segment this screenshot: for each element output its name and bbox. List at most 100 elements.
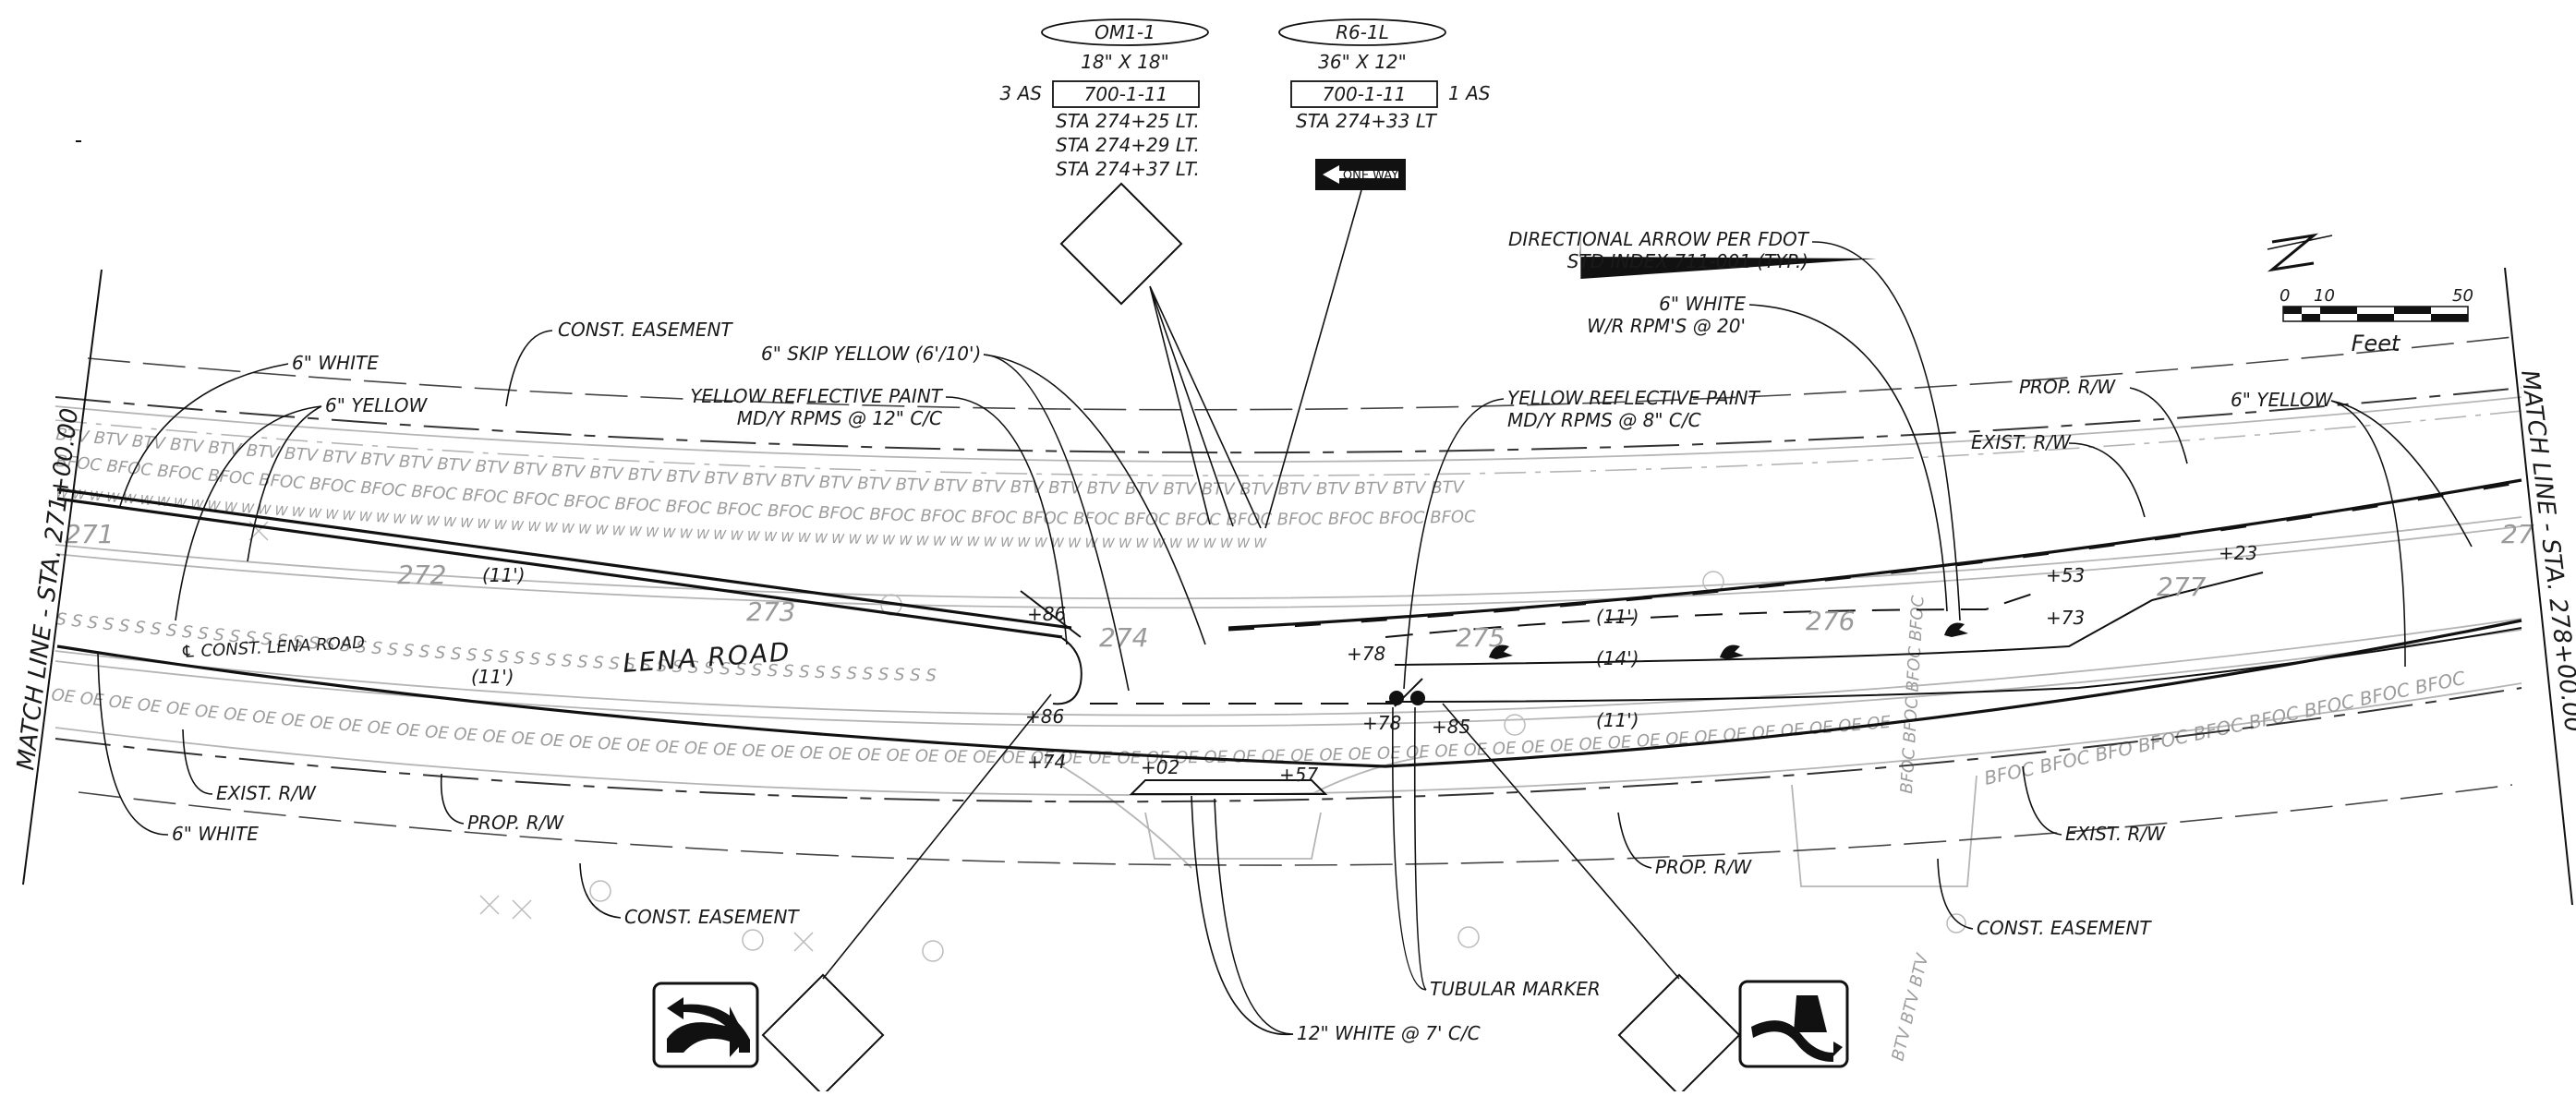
const-easement-south-left-label: CONST. EASEMENT [624, 906, 800, 928]
const-easement-south [78, 784, 2513, 866]
leader [2330, 400, 2473, 548]
island-nose [1052, 637, 1082, 705]
yrp-12-line2: MD/Y RPMS @ 12" C/C [737, 407, 942, 429]
station-labels: 271 272 273 274 275 276 277 27 [65, 519, 2534, 653]
directional-arrow-icon [1720, 644, 1744, 659]
dir-arrow-line2: STD INDEX 711-001 (TYP.) [1567, 250, 1808, 272]
offset-p85: +85 [1432, 716, 1470, 738]
leader [1413, 706, 1427, 991]
leader [1617, 812, 1652, 869]
six-inch-yellow-north [56, 497, 1063, 639]
twelve-white-label: 12" WHITE @ 7' C/C [1297, 1022, 1481, 1044]
const-easement-north [87, 336, 2513, 411]
right-of-way-lines [54, 336, 2522, 866]
r6-code-ellipse [1278, 18, 1446, 46]
six-inch-white-south-edge [56, 619, 2522, 768]
leader [983, 354, 1130, 692]
offset-p73: +73 [2046, 607, 2085, 629]
north-arrow-icon [1579, 235, 1877, 279]
station-274: 274 [1099, 622, 1148, 653]
existing-edge-north [54, 516, 2522, 600]
leader [945, 396, 1068, 645]
diamond-sign-left-icon [761, 973, 885, 1096]
tree-symbols [248, 521, 1966, 962]
leader [1937, 858, 1974, 930]
north-n-icon [2267, 233, 2319, 272]
om1-size: 18" X 18" [1081, 51, 1169, 73]
match-line-left [22, 269, 103, 885]
offset-p78a: +78 [1347, 643, 1385, 665]
existing-edge-south [54, 618, 2522, 717]
yrp-8-line2: MD/Y RPMS @ 8" C/C [1507, 409, 1701, 431]
scale-50: 50 [2452, 286, 2473, 306]
lane-line-middle [1394, 572, 2264, 666]
r6-index-box [1290, 80, 1438, 108]
lane-widths: (11') (11') (11') (14') (11') [471, 564, 1639, 731]
prop-rw-north [54, 387, 2522, 454]
six-white-north-label: 6" WHITE [292, 352, 379, 374]
leader [2129, 387, 2188, 464]
const-easement-south-right-label: CONST. EASEMENT [1977, 917, 2152, 939]
bottom-right-signs [1442, 703, 1849, 1096]
prop-rw-south-right-label: PROP. R/W [1655, 856, 1752, 878]
match-line-right-label: MATCH LINE - STA. 278+00.00 [2515, 368, 2576, 733]
scale-seg [2302, 314, 2320, 321]
leader [1442, 703, 1680, 980]
bottom-left-signs [652, 693, 1052, 1096]
driveway-1 [1061, 765, 1192, 869]
north-arrow [1579, 233, 2333, 279]
sign-r6-callout: R6-1L 36" X 12" 700-1-11 1 AS STA 274+33… [1264, 18, 1491, 529]
offset-p74: +74 [1027, 751, 1066, 773]
lane-use-arrow-icon [1794, 995, 1827, 1032]
offset-p78b: +78 [1362, 712, 1401, 734]
one-way-sign-text: ONE WAY [1343, 169, 1398, 183]
leader [1214, 798, 1294, 1035]
lane-width-5: (11') [1596, 709, 1639, 731]
offset-p86a: +86 [1027, 603, 1066, 625]
match-line-left-label: MATCH LINE - STA. 271+00.00 [12, 406, 84, 771]
match-line-right [2504, 267, 2573, 906]
offset-p23: +23 [2219, 542, 2257, 564]
om1-qty: 3 AS [1000, 82, 1043, 104]
r6-code: R6-1L [1336, 21, 1389, 43]
station-276: 276 [1806, 606, 1855, 636]
tree-icon [922, 940, 944, 962]
btv-vertical-text: BTV BTV BTV [1888, 950, 1932, 1063]
offset-p86b: +86 [1025, 705, 1064, 728]
driveway-2 [1311, 756, 1423, 795]
lane-width-4: (14') [1596, 647, 1639, 669]
const-easement-north-label: CONST. EASEMENT [558, 319, 733, 341]
scale-bar: 0 10 50 Feet [2280, 286, 2473, 356]
driveway-3 [1791, 775, 1977, 887]
r6-qty: 1 AS [1448, 82, 1491, 104]
om1-diamond-sign-icon [1059, 182, 1183, 306]
directional-arrow-icon [1489, 644, 1513, 659]
lane-use-arrow-icon [1751, 1020, 1843, 1062]
six-white-south-label: 6" WHITE [172, 823, 259, 845]
leader [983, 354, 1206, 645]
om1-station-3: STA 274+37 LT. [1056, 158, 1200, 180]
lane-width-3: (11') [1596, 606, 1639, 628]
prop-rw-north-label: PROP. R/W [2019, 376, 2116, 398]
north-tick-icon [2267, 235, 2333, 250]
utility-labels: BTV BTV BTV BTV BTV BTV BTV BTV BTV BTV … [50, 425, 2467, 1063]
offset-p53: +53 [2046, 564, 2085, 586]
existing-line-1 [54, 396, 2522, 463]
scale-units: Feet [2352, 331, 2401, 356]
proposed-markings [56, 478, 2522, 795]
station-278-partial: 27 [2501, 519, 2534, 549]
leader [579, 862, 622, 919]
yrp-8-line1: YELLOW REFLECTIVE PAINT [1507, 387, 1761, 409]
sign-om1-callout: OM1-1 18" X 18" 3 AS 700-1-11 STA 274+25… [1000, 18, 1262, 529]
lane-width-2: (11') [471, 666, 514, 688]
leader [1403, 398, 1505, 690]
om1-station-1: STA 274+25 LT. [1056, 110, 1200, 132]
r6-leader [1264, 189, 1362, 529]
leader [1191, 795, 1294, 1036]
r6-index: 700-1-11 [1323, 83, 1407, 105]
om1-station-2: STA 274+29 LT. [1056, 134, 1200, 156]
offset-p57: +57 [1279, 764, 1318, 786]
tree-icon [742, 929, 764, 951]
lane-line-south [1385, 627, 2522, 703]
